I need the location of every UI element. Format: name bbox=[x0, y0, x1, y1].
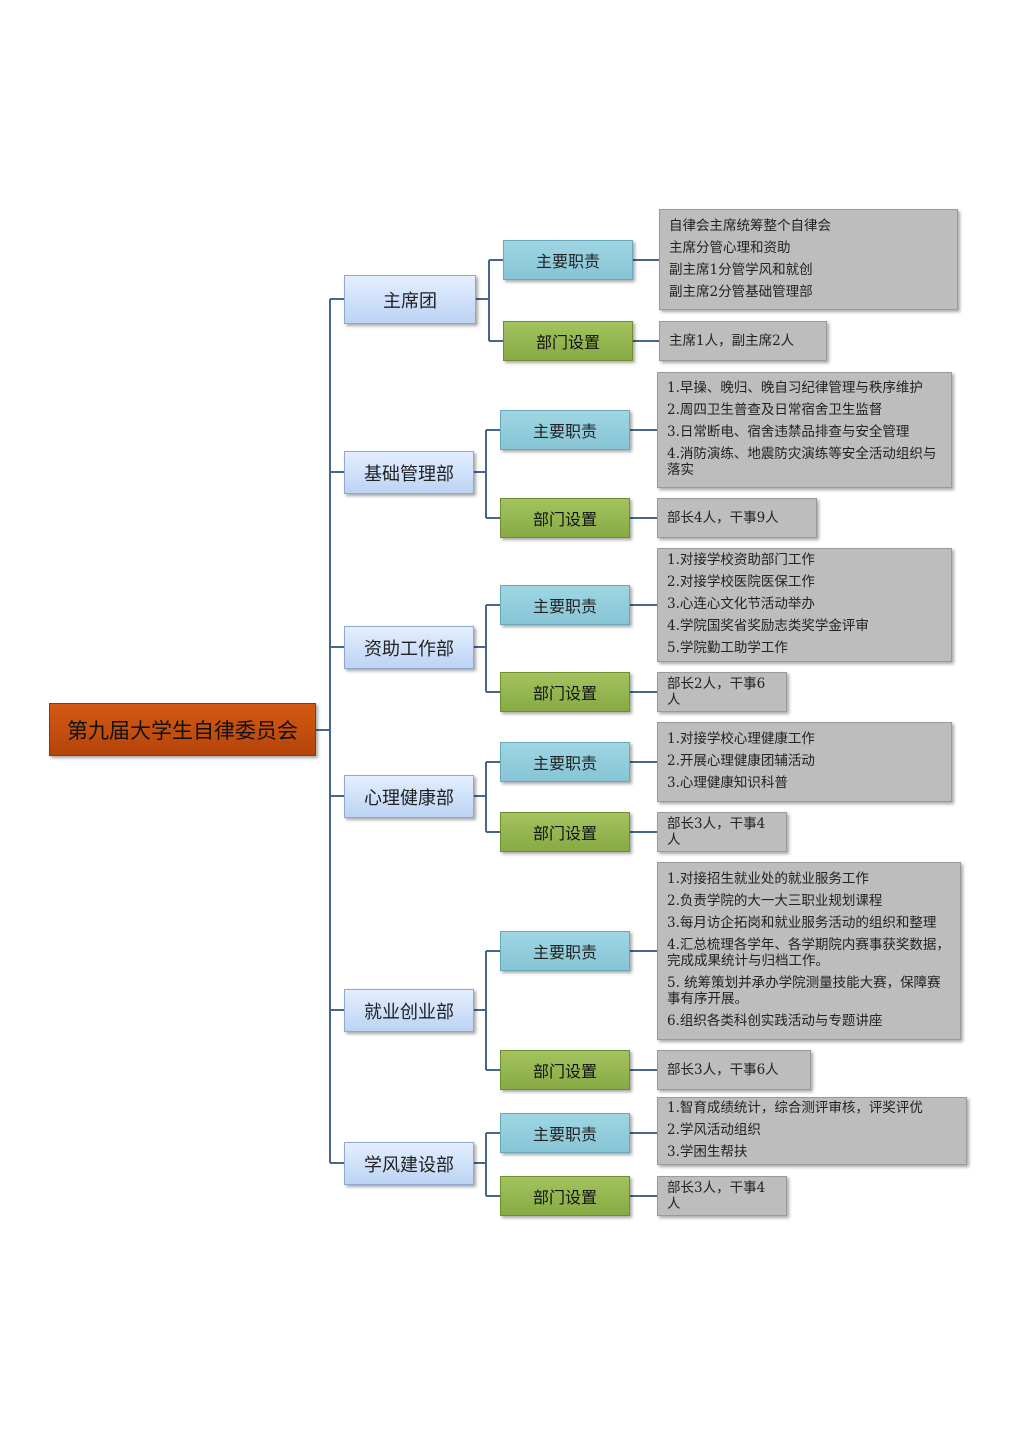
staffing-text: 主席1人，副主席2人 bbox=[669, 333, 795, 349]
duty-line: 1.对接学校资助部门工作 bbox=[667, 552, 815, 568]
duty-label: 主要职责 bbox=[532, 597, 597, 616]
duty-label: 主要职责 bbox=[535, 252, 600, 271]
setup-node: 部门设置 bbox=[500, 498, 630, 538]
duty-line: 1.早操、晚归、晚自习纪律管理与秩序维护 bbox=[667, 380, 923, 396]
setup-label: 部门设置 bbox=[532, 824, 597, 843]
staffing-text: 部长2人，干事6人 bbox=[667, 676, 766, 708]
duty-line: 5.学院勤工助学工作 bbox=[667, 640, 788, 656]
setup-label: 部门设置 bbox=[532, 1062, 597, 1081]
staffing-box: 部长2人，干事6人 bbox=[657, 672, 787, 712]
dept-name: 主席团 bbox=[383, 290, 437, 312]
dept-node-basic-management: 基础管理部 bbox=[344, 451, 474, 494]
duty-label: 主要职责 bbox=[532, 943, 597, 962]
setup-node: 部门设置 bbox=[500, 672, 630, 712]
duties-box: 1.对接招生就业处的就业服务工作 2.负责学院的大一大三职业规划课程 3.每月访… bbox=[657, 862, 961, 1040]
duty-line: 5. 统筹策划并承办学院测量技能大赛，保障赛事有序开展。 bbox=[667, 975, 941, 1007]
dept-name: 就业创业部 bbox=[364, 1001, 454, 1023]
duty-line: 4.汇总梳理各学年、各学期院内赛事获奖数据，完成成果统计与归档工作。 bbox=[667, 937, 950, 969]
staffing-text: 部长3人，干事4人 bbox=[667, 1180, 766, 1212]
setup-node: 部门设置 bbox=[500, 812, 630, 852]
duty-node: 主要职责 bbox=[500, 742, 630, 782]
staffing-box: 主席1人，副主席2人 bbox=[659, 321, 827, 361]
staffing-box: 部长4人，干事9人 bbox=[657, 498, 817, 538]
duty-node: 主要职责 bbox=[500, 1113, 630, 1153]
setup-label: 部门设置 bbox=[532, 510, 597, 529]
duty-node: 主要职责 bbox=[500, 931, 630, 971]
duty-line: 3.心理健康知识科普 bbox=[667, 775, 788, 791]
dept-node-presidium: 主席团 bbox=[344, 275, 476, 324]
duty-line: 2.学风活动组织 bbox=[667, 1122, 761, 1138]
dept-node-mental-health: 心理健康部 bbox=[344, 775, 474, 818]
dept-node-employment: 就业创业部 bbox=[344, 989, 474, 1032]
duty-line: 副主席2分管基础管理部 bbox=[669, 283, 813, 300]
duty-line: 2.对接学校医院医保工作 bbox=[667, 574, 815, 590]
duty-line: 2.周四卫生普查及日常宿舍卫生监督 bbox=[667, 402, 883, 418]
duties-box: 1.对接学校心理健康工作 2.开展心理健康团辅活动 3.心理健康知识科普 bbox=[657, 722, 952, 802]
staffing-box: 部长3人，干事4人 bbox=[657, 1176, 787, 1216]
duties-box: 自律会主席统筹整个自律会 主席分管心理和资助 副主席1分管学风和就创 副主席2分… bbox=[659, 209, 958, 310]
duties-box: 1.早操、晚归、晚自习纪律管理与秩序维护 2.周四卫生普查及日常宿舍卫生监督 3… bbox=[657, 372, 952, 488]
duty-node: 主要职责 bbox=[503, 240, 633, 280]
staffing-text: 部长3人，干事6人 bbox=[667, 1062, 779, 1078]
staffing-box: 部长3人，干事4人 bbox=[657, 812, 787, 852]
duty-line: 1.对接招生就业处的就业服务工作 bbox=[667, 871, 869, 887]
duty-label: 主要职责 bbox=[532, 754, 597, 773]
duty-line: 3.每月访企拓岗和就业服务活动的组织和整理 bbox=[667, 915, 937, 931]
staffing-text: 部长4人，干事9人 bbox=[667, 510, 779, 526]
duty-line: 3.心连心文化节活动举办 bbox=[667, 596, 815, 612]
duty-line: 6.组织各类科创实践活动与专题讲座 bbox=[667, 1013, 883, 1029]
duty-line: 副主席1分管学风和就创 bbox=[669, 261, 813, 278]
staffing-text: 部长3人，干事4人 bbox=[667, 816, 766, 848]
root-node: 第九届大学生自律委员会 bbox=[49, 703, 316, 756]
duty-line: 2.负责学院的大一大三职业规划课程 bbox=[667, 893, 883, 909]
duties-box: 1.智育成绩统计，综合测评审核，评奖评优 2.学风活动组织 3.学困生帮扶 bbox=[657, 1097, 967, 1165]
setup-label: 部门设置 bbox=[532, 1188, 597, 1207]
dept-name: 基础管理部 bbox=[364, 463, 454, 485]
dept-name: 心理健康部 bbox=[364, 787, 454, 809]
dept-node-academic-style: 学风建设部 bbox=[344, 1142, 474, 1185]
dept-node-financial-aid: 资助工作部 bbox=[344, 626, 474, 669]
duty-line: 4.学院国奖省奖励志类奖学金评审 bbox=[667, 618, 869, 634]
setup-node: 部门设置 bbox=[500, 1176, 630, 1216]
duty-line: 3.日常断电、宿舍违禁品排查与安全管理 bbox=[667, 424, 910, 440]
duty-label: 主要职责 bbox=[532, 422, 597, 441]
setup-node: 部门设置 bbox=[500, 1050, 630, 1090]
dept-name: 学风建设部 bbox=[364, 1154, 454, 1176]
duty-line: 3.学困生帮扶 bbox=[667, 1144, 748, 1160]
duty-node: 主要职责 bbox=[500, 585, 630, 625]
duty-line: 1.对接学校心理健康工作 bbox=[667, 731, 815, 747]
dept-name: 资助工作部 bbox=[364, 638, 454, 660]
root-title: 第九届大学生自律委员会 bbox=[67, 718, 298, 743]
duty-label: 主要职责 bbox=[532, 1125, 597, 1144]
duty-line: 4.消防演练、地震防灾演练等安全活动组织与落实 bbox=[667, 446, 937, 478]
duty-line: 主席分管心理和资助 bbox=[669, 239, 791, 256]
staffing-box: 部长3人，干事6人 bbox=[657, 1050, 811, 1090]
setup-node: 部门设置 bbox=[503, 321, 633, 361]
duty-node: 主要职责 bbox=[500, 410, 630, 450]
setup-label: 部门设置 bbox=[532, 684, 597, 703]
duty-line: 自律会主席统筹整个自律会 bbox=[669, 217, 831, 234]
duty-line: 2.开展心理健康团辅活动 bbox=[667, 753, 815, 769]
duty-line: 1.智育成绩统计，综合测评审核，评奖评优 bbox=[667, 1100, 923, 1116]
duties-box: 1.对接学校资助部门工作 2.对接学校医院医保工作 3.心连心文化节活动举办 4… bbox=[657, 548, 952, 662]
setup-label: 部门设置 bbox=[535, 333, 600, 352]
